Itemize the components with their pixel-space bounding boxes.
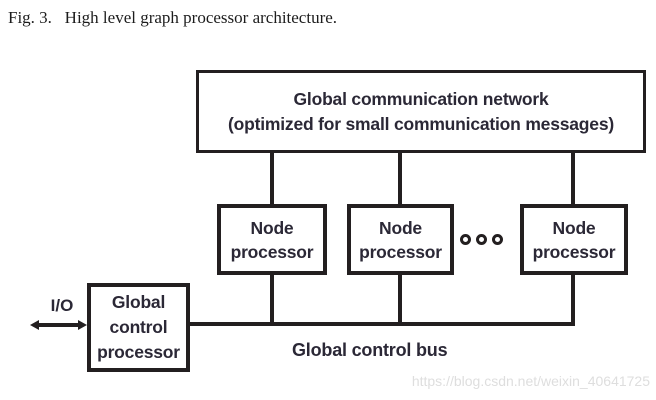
figure-caption: Fig. 3. High level graph processor archi…: [8, 8, 338, 27]
connector-node2-bus: [398, 274, 402, 324]
global-communication-network-box: Global communication network (optimized …: [196, 70, 646, 153]
control-box-line3: processor: [97, 342, 180, 362]
io-label: I/O: [50, 296, 74, 315]
network-box-line1: Global communication network: [293, 88, 549, 109]
global-control-bus-label: Global control bus: [292, 340, 448, 360]
connector-network-node2: [398, 152, 402, 205]
node3-line2: processor: [532, 241, 616, 262]
io-arrow-line: [37, 323, 81, 327]
connector-node3-bus: [571, 274, 575, 324]
control-box-line1: Global: [111, 292, 166, 312]
connector-network-node3: [571, 152, 575, 205]
node1-line2: processor: [230, 241, 314, 262]
global-control-processor-box: Global control processor: [87, 283, 190, 372]
node1-line1: Node: [250, 217, 294, 238]
control-box-line2: control: [109, 317, 168, 337]
network-box-line2: (optimized for small communication messa…: [227, 113, 614, 134]
node2-line2: processor: [359, 241, 442, 262]
ellipsis-dot-icon: [476, 234, 487, 245]
connector-node1-bus: [270, 274, 274, 324]
node2-line1: Node: [379, 217, 422, 238]
arrow-right-icon: [78, 319, 87, 330]
node-processor-box-3: Node processor: [520, 204, 628, 275]
node-processor-box-1: Node processor: [217, 204, 327, 275]
arrow-left-icon: [30, 319, 39, 330]
node-processor-box-2: Node processor: [347, 204, 454, 275]
node3-line1: Node: [552, 217, 596, 238]
ellipsis-dot-icon: [492, 234, 503, 245]
connector-network-node1: [270, 152, 274, 205]
global-control-bus-line: [190, 322, 575, 326]
watermark-url: https://blog.csdn.net/weixin_40641725: [411, 373, 650, 389]
ellipsis-dot-icon: [460, 234, 471, 245]
ellipsis-dots-icon: [460, 234, 503, 245]
